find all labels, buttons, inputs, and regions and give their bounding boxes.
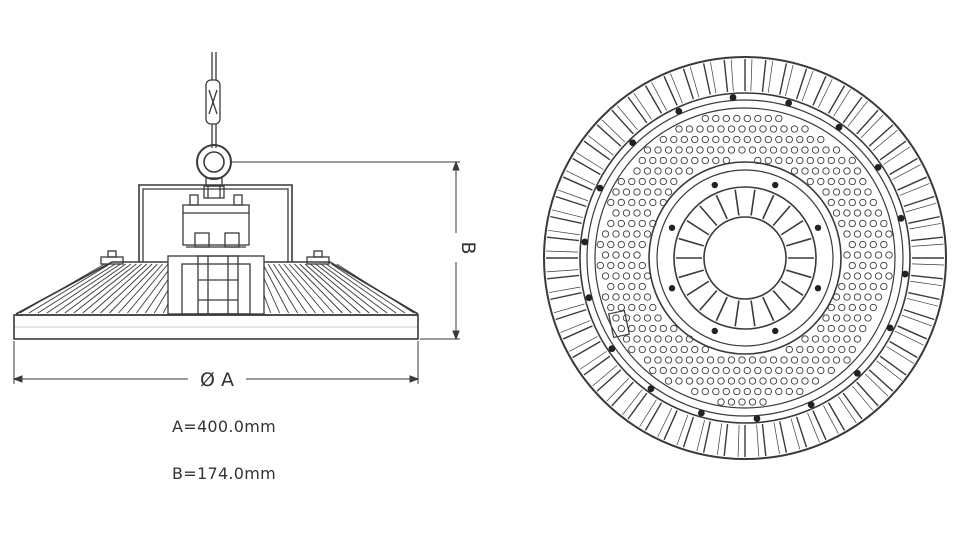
hub-screws	[668, 181, 822, 335]
diameter-label: Ø A	[200, 369, 234, 391]
suspension-cable	[205, 52, 221, 148]
screw-right	[306, 250, 330, 265]
led-array	[596, 114, 893, 406]
driver-box	[182, 194, 250, 248]
dimension-a	[12, 341, 420, 384]
outer-rim	[543, 56, 947, 460]
center-hub	[673, 186, 817, 330]
center-opening	[703, 216, 787, 300]
spec-diameter-a: A=400.0mm	[172, 417, 277, 436]
hub-fins	[676, 189, 814, 327]
top-view	[543, 56, 947, 460]
height-label: B	[457, 241, 479, 254]
hook-eye-bolt	[196, 144, 232, 199]
cable-gland	[607, 309, 631, 339]
outer-fins	[546, 59, 944, 457]
rim-bolts	[581, 94, 909, 422]
dimension-b	[231, 160, 460, 341]
center-housing	[167, 255, 265, 315]
screw-left	[100, 250, 124, 265]
mounting-bracket	[138, 184, 293, 262]
side-view	[12, 52, 460, 384]
spec-height-b: B=174.0mm	[172, 464, 277, 483]
